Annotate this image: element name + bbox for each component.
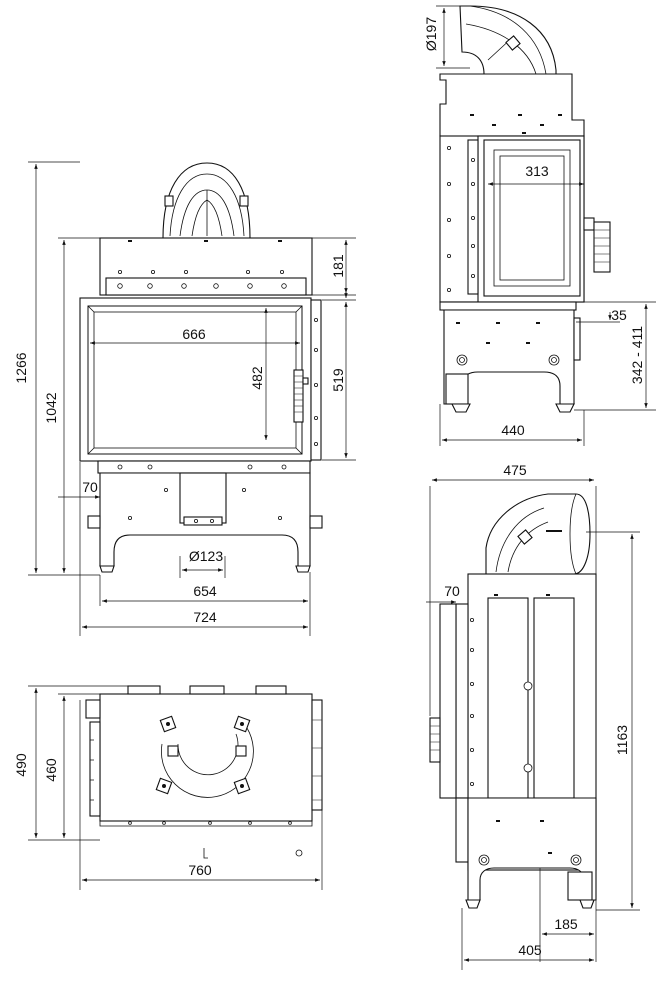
side-flue-elbow <box>459 5 557 75</box>
side-view-upper: Ø197 313 35 342 - 411 440 <box>423 5 656 446</box>
dim-opening-height: 519 <box>330 368 346 392</box>
top-flue-ring <box>155 715 254 798</box>
dim-body-width: 724 <box>193 609 217 625</box>
side-lower-dimensions <box>426 478 640 970</box>
dim-body-height: 1042 <box>43 392 59 423</box>
front-foot-left <box>99 565 115 573</box>
front-view: 1266 1042 181 519 666 482 70 Ø123 654 72… <box>13 161 356 636</box>
dim-top-section: 181 <box>330 254 346 278</box>
dim-top-depth-inner: 460 <box>43 758 59 782</box>
front-dimensions <box>28 161 356 636</box>
dim-side-offset: 35 <box>611 307 627 323</box>
dim-side-depth: 440 <box>501 422 525 438</box>
dim-lower-base-depth: 405 <box>518 942 542 958</box>
dim-lower-height: 1163 <box>614 725 630 755</box>
dim-side-leg-range: 342 - 411 <box>629 326 645 384</box>
top-view: 490 460 760 <box>13 685 323 890</box>
dim-top-depth-outer: 490 <box>13 753 29 777</box>
dim-base-width: 654 <box>193 583 217 599</box>
dim-lower-offset: 70 <box>444 583 460 599</box>
dim-lower-foot-offset: 185 <box>554 916 578 932</box>
dim-side-flue-diameter: Ø197 <box>423 17 439 51</box>
dim-side-offset: 70 <box>82 479 98 495</box>
side-upper-dimensions <box>436 5 656 446</box>
side-view-lower: 475 70 1163 185 405 <box>426 462 640 970</box>
front-door-handle <box>293 369 309 423</box>
side-lower-flue-elbow <box>485 493 591 575</box>
dim-top-width: 760 <box>188 862 212 878</box>
dim-lower-width: 475 <box>503 462 527 478</box>
top-dimensions <box>28 685 323 890</box>
dim-overall-height: 1266 <box>13 352 29 383</box>
dim-side-inner-width: 313 <box>525 163 549 179</box>
front-upper-dots <box>117 240 287 289</box>
dim-flue-diameter: Ø123 <box>189 548 223 564</box>
dim-glass-width: 666 <box>182 326 206 342</box>
top-body <box>99 693 313 822</box>
front-flue-dome <box>162 162 251 239</box>
front-foot-right <box>295 565 311 573</box>
dim-glass-height: 482 <box>249 366 265 390</box>
